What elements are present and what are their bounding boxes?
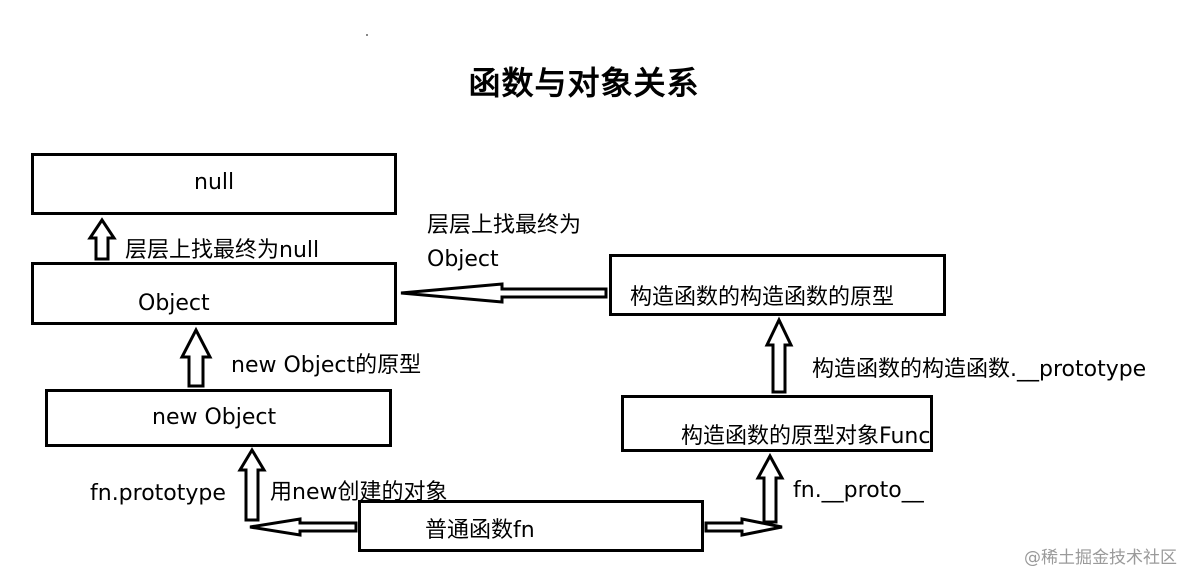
label-created-by-new: 用new创建的对象	[270, 480, 448, 505]
arrow-fn-to-new-object	[249, 517, 358, 537]
node-constructor-constructor-prototype-label: 构造函数的构造函数的原型	[630, 285, 895, 310]
watermark: @稀土掘金技术社区	[1024, 548, 1177, 568]
node-new-object: new Object	[45, 389, 392, 447]
node-constructor-constructor-prototype: 构造函数的构造函数的原型	[609, 254, 946, 316]
arrow-ctor-proto-to-object	[400, 282, 608, 304]
node-new-object-label: new Object	[152, 405, 277, 430]
diagram-title: 函数与对象关系	[468, 64, 700, 102]
label-object-to-null: 层层上找最终为null	[125, 238, 320, 263]
label-function-proto-to-ctor: 构造函数的构造函数.__prototype	[812, 357, 1147, 382]
arrow-object-to-null	[87, 217, 117, 261]
label-ctor-proto-to-object-line2: Object	[427, 247, 499, 272]
arrow-up-to-new-object	[237, 447, 267, 522]
node-null: null	[31, 153, 397, 215]
stray-dot	[366, 34, 368, 36]
node-null-label: null	[194, 170, 235, 195]
arrow-up-to-function-prototype	[755, 452, 785, 524]
node-function-prototype: 构造函数的原型对象Function.protopyte	[621, 395, 933, 452]
node-function-prototype-label: 构造函数的原型对象Function.protopyte	[681, 424, 931, 449]
label-fn-proto: fn.__proto__	[793, 478, 924, 503]
arrow-fn-to-function-prototype	[704, 517, 783, 537]
label-ctor-proto-to-object-line1: 层层上找最终为	[427, 213, 582, 238]
label-new-object-to-object: new Object的原型	[231, 353, 422, 378]
node-normal-function-label: 普通函数fn	[425, 518, 535, 543]
arrow-function-prototype-to-ctor	[764, 316, 794, 394]
node-object: Object	[31, 262, 397, 325]
label-fn-prototype: fn.prototype	[90, 481, 226, 506]
node-object-label: Object	[138, 291, 210, 316]
node-normal-function: 普通函数fn	[358, 500, 704, 552]
arrow-new-object-to-object	[179, 326, 213, 388]
